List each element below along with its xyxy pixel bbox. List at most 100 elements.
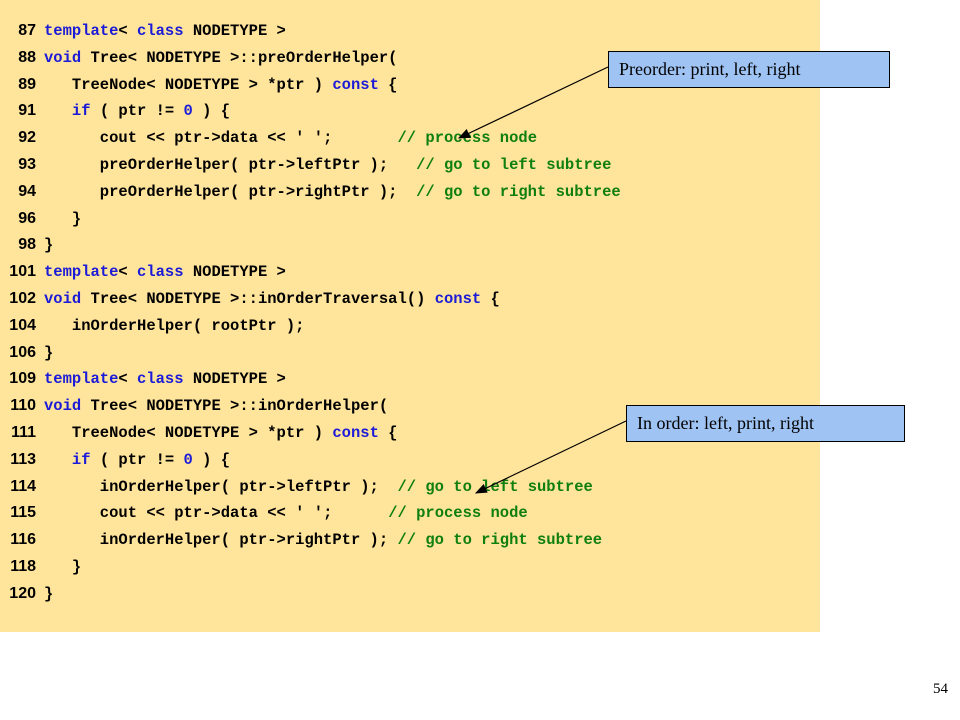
code-keyword: template [44,22,119,40]
line-number: 114 [10,477,36,495]
code-string: ' ' [295,504,324,523]
line-number: 113 [10,450,36,468]
code-comment: // process node [388,504,528,523]
code-line: 96 } [0,206,81,232]
code-keyword: class [137,263,184,282]
code-text: } [44,209,82,228]
code-string: ' ' [295,129,324,148]
line-number: 120 [9,584,36,602]
line-number: 118 [10,558,36,575]
code-line: 115 cout << ptr->data << ' '; // process… [0,500,528,526]
code-line: 116 inOrderHelper( ptr->rightPtr ); // g… [0,527,602,553]
inorder-arrow [474,420,627,494]
code-text: ; [323,129,398,148]
code-comment: // go to left subtree [397,477,593,496]
line-number: 98 [18,236,36,254]
code-keyword: template [44,263,119,282]
code-keyword: template [44,370,119,389]
code-text: { [378,75,398,94]
code-text: ; [323,504,389,523]
code-comment: // go to left subtree [416,156,612,174]
code-text: NODETYPE > [183,22,286,40]
code-line: 94 preOrderHelper( ptr->rightPtr ); // g… [0,179,621,205]
code-line: 106} [0,340,53,366]
line-number: 111 [11,424,36,441]
line-number: 89 [18,75,36,93]
code-number: 0 [183,450,193,469]
line-number: 93 [18,156,36,173]
code-line: 110 void Tree< NODETYPE >::inOrderHelper( [0,393,388,419]
slide-number: 54 [933,681,948,697]
line-number: 101 [9,263,36,281]
line-number: 92 [18,129,36,147]
code-comment: // go to right subtree [416,182,621,201]
code-text: { [378,424,398,442]
code-keyword: class [137,370,184,389]
code-text: preOrderHelper( ptr->rightPtr ); [44,182,417,201]
code-keyword: void [44,290,82,308]
code-text: Tree< NODETYPE >::inOrderTraversal() [81,290,435,308]
code-text: TreeNode< NODETYPE > *ptr ) [44,75,333,94]
callout-inorder: In order: left, print, right [626,405,905,442]
code-text: cout << ptr->data << [44,129,296,148]
code-text: Tree< NODETYPE >::preOrderHelper( [81,48,398,67]
code-keyword: void [44,397,82,416]
code-line: 89 TreeNode< NODETYPE > *ptr ) const { [0,72,397,98]
code-line: 118 } [0,554,81,580]
preorder-arrow [457,66,609,139]
code-line: 113 if ( ptr != 0 ) { [0,447,230,473]
code-line: 102 void Tree< NODETYPE >::inOrderTravers… [0,286,500,312]
code-line: 93 preOrderHelper( ptr->leftPtr ); // go… [0,152,611,178]
code-text: } [44,236,54,255]
code-keyword: const [332,75,379,94]
code-comment: // go to right subtree [397,531,603,550]
code-text: TreeNode< NODETYPE > *ptr ) [44,424,333,442]
code-text: < [118,370,138,389]
code-text: NODETYPE > [183,263,286,282]
code-text: inOrderHelper( ptr->leftPtr ); [44,477,398,496]
line-number: 91 [18,102,36,120]
line-number: 94 [18,182,36,200]
code-text: Tree< NODETYPE >::inOrderHelper( [81,397,389,416]
code-keyword: if [71,102,91,121]
code-text: } [44,343,54,362]
code-line: 88 void Tree< NODETYPE >::preOrderHelper( [0,45,397,71]
code-text: cout << ptr->data << [44,504,296,523]
code-text: ) { [192,102,231,121]
code-line: 92 cout << ptr->data << ' '; // process … [0,125,537,151]
code-text: NODETYPE > [183,370,286,389]
line-number: 87 [18,22,36,39]
code-text: preOrderHelper( ptr->leftPtr ); [44,156,417,174]
callout-preorder: Preorder: print, left, right [608,51,890,88]
code-text: { [481,290,500,308]
code-number: 0 [183,102,193,121]
line-number: 104 [9,316,36,334]
code-keyword: const [332,424,379,442]
code-line: 101 template< class NODETYPE > [0,259,286,285]
code-keyword: class [137,22,184,40]
line-number: 102 [9,290,36,307]
line-number: 88 [18,48,36,66]
code-text: } [44,558,82,576]
code-keyword: if [71,450,91,469]
code-keyword: void [44,48,82,67]
code-text: inOrderHelper( ptr->rightPtr ); [44,531,398,550]
code-line: 98} [0,232,53,258]
line-number: 110 [10,397,36,415]
code-line: 120} [0,581,53,607]
code-text: inOrderHelper( rootPtr ); [44,316,305,335]
code-line: 114 inOrderHelper( ptr->leftPtr ); // go… [0,474,593,500]
code-text: ( ptr != [90,450,184,469]
code-line: 104 inOrderHelper( rootPtr ); [0,313,304,339]
code-line: 111 TreeNode< NODETYPE > *ptr ) const { [0,420,397,446]
code-keyword: const [434,290,482,308]
code-text: < [118,263,138,282]
code-text: ) { [192,450,231,469]
line-number: 106 [9,343,36,361]
line-number: 115 [10,504,36,522]
code-line: 91 if ( ptr != 0 ) { [0,98,230,124]
